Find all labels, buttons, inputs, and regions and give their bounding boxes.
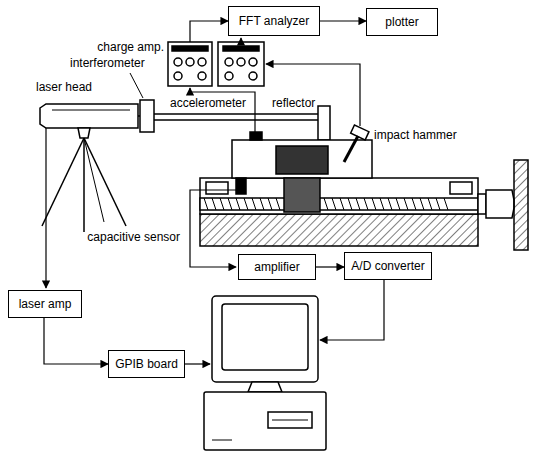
optics [130,73,330,140]
drawing-part [248,382,282,392]
drawing-part [218,42,264,86]
amplifier-box: amplifier [238,254,316,280]
drawing-part [478,194,486,214]
drawing-part [284,178,320,212]
drawing-part [204,392,326,450]
drawing-part [276,146,328,174]
drawing-part [223,46,259,51]
drawing-part [168,42,212,86]
drawing-part [172,46,208,51]
drawing-part [83,138,85,232]
drawing-part [212,440,232,441]
part-label: laser head [36,80,92,94]
drawing-part [181,363,210,364]
drawing-part [249,72,257,80]
drawing-part [130,73,143,98]
impact-hammer [344,125,369,162]
box-label: amplifier [254,260,299,274]
drawing-part [266,64,360,126]
drawing-part [40,104,138,128]
unit-label: charge amp. [97,40,164,54]
box-label: plotter [385,15,418,29]
part-label: capacitive sensor [87,230,180,244]
drawing-part [320,280,384,340]
drawing-part [52,110,130,111]
drawing-part [268,412,312,428]
drawing-part [222,304,308,370]
drawing-part [237,58,245,66]
drawing-part [272,420,308,421]
drawing-part [351,125,369,140]
drawing-part [450,182,472,194]
part-label: impact hammer [374,128,457,142]
laser-amp-box: laser amp [8,290,82,318]
feed-drive [200,132,528,250]
signal-arrow [44,318,108,364]
drawing-part [225,58,233,66]
drawing-part [200,178,478,214]
drawing-part [78,128,90,138]
box-label: GPIB board [115,357,178,371]
converter-box: A/D converter [344,252,432,280]
drawing-part [200,214,478,246]
box-label: laser amp [19,297,72,311]
drawing-part [198,72,206,80]
charge-amp-units [168,42,264,86]
signal-arrow [190,21,228,42]
signal-arrow [316,266,344,267]
part-label: accelerometer [170,96,246,110]
drawing-part [45,128,46,288]
box-label: A/D converter [351,259,424,273]
drawing-part [174,72,182,80]
drawing-part [200,198,478,210]
part-label: reflector [272,96,315,110]
drawing-part [344,136,358,162]
drawing-part [250,132,262,140]
drawing-part [212,296,318,382]
drawing-part [225,72,233,80]
drawing-part [206,182,228,194]
drawing-part [318,106,330,140]
drawing-part [140,100,154,132]
signal-arrow [320,20,366,21]
box-label: FFT analyzer [239,14,309,28]
drawing-part [138,115,140,117]
drawing-part [84,138,104,222]
drawing-part [42,138,84,226]
drawing-part [190,190,236,267]
drawing-part [154,113,318,115]
plotter-box: plotter [366,8,438,36]
charge-amp-unit: charge amp. [168,42,264,86]
drawing-part [154,119,318,121]
drawing-part [249,58,257,66]
drawing-part [514,160,528,250]
computer [204,296,326,450]
drawing-part [84,138,126,226]
drawing-part [174,58,182,66]
drawing-part [198,58,206,66]
drawing-part [240,38,241,42]
drawing-part [236,178,246,194]
laser-head [40,104,138,232]
part-label: interferometer [70,56,145,70]
analyzer-box: FFT analyzer [228,6,320,36]
gpib-board-box: GPIB board [108,350,185,378]
drawing-part [204,198,448,210]
drawing-part [186,58,194,66]
drawing-part [232,140,372,178]
drawing-part [486,190,514,218]
drawing-part [190,88,255,132]
